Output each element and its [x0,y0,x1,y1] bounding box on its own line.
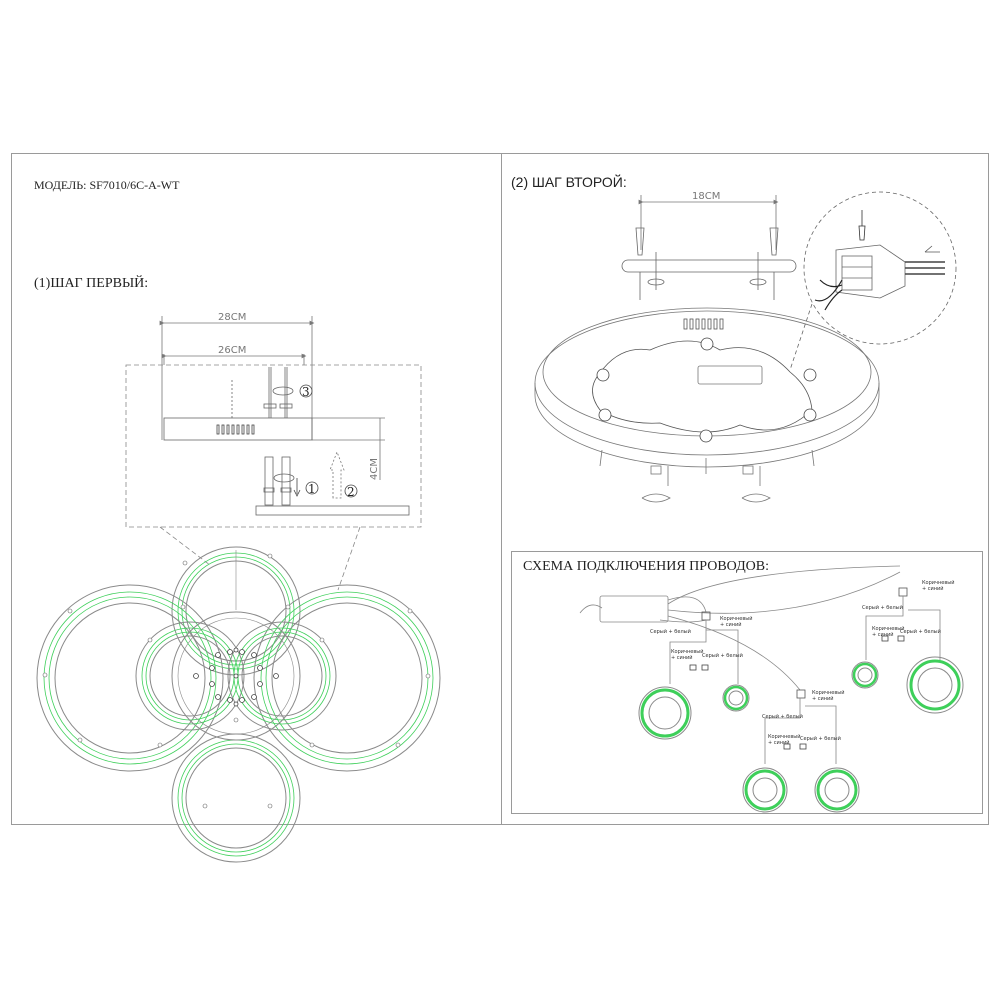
label-brown-blue-2b: + синий [768,739,790,746]
callout-1: 1 [308,482,316,496]
label-brown-blue-3b: + синий [872,631,894,638]
callout-2: 2 [347,485,355,499]
label-gray-white-2: Серый + белый [800,735,841,742]
wiring-title: СХЕМА ПОДКЛЮЧЕНИЯ ПРОВОДОВ: [523,559,769,574]
label-gray-white-5: Серый + белый [762,713,803,720]
step1-title: (1)ШАГ ПЕРВЫЙ: [34,276,149,291]
dim-4cm: 4CM [369,458,380,480]
label-brown-blue-1a: Коричневый [671,648,703,655]
dim-26cm: 26CM [218,345,246,356]
dim-18cm: 18CM [692,191,720,202]
wiring-led-rings [638,656,964,813]
step2-dimension-lines [638,195,779,250]
step2-title: (2) ШАГ ВТОРОЙ: [511,174,627,190]
label-brown-blue-6a: Коричневый [922,579,954,586]
label-brown-blue-4a: Коричневый [720,615,752,622]
wiring-schema [579,565,941,764]
chandelier-top-view [36,546,441,863]
dim-28cm: 28CM [218,312,246,323]
canopy-plate [534,307,880,474]
wiring-small-labels: Коричневый + синий Серый + белый Коричне… [650,579,954,746]
label-brown-blue-4b: + синий [720,621,742,628]
label-brown-blue-2a: Коричневый [768,733,800,740]
label-gray-white-1: Серый + белый [702,652,743,659]
anchor-plugs [641,465,771,503]
label-brown-blue-5a: Коричневый [812,689,844,696]
label-brown-blue-1b: + синий [671,654,693,661]
label-brown-blue-6b: + синий [922,585,944,592]
terminal-detail [789,191,957,371]
label-gray-white-3: Серый + белый [900,628,941,635]
wiring-panel [511,551,983,814]
callout-3: 3 [302,385,310,399]
step1-dimension-lines [159,316,385,480]
canopy-side-view [163,367,410,516]
label-brown-blue-5b: + синий [812,695,834,702]
label-gray-white-4: Серый + белый [650,628,691,635]
detail-box [125,364,422,528]
mounting-bracket [621,227,797,300]
model-label: МОДЕЛЬ: SF7010/6C-A-WT [34,178,180,192]
label-gray-white-6: Серый + белый [862,604,903,611]
panel-divider [501,153,502,825]
label-brown-blue-3a: Коричневый [872,625,904,632]
outer-frame [11,153,989,825]
